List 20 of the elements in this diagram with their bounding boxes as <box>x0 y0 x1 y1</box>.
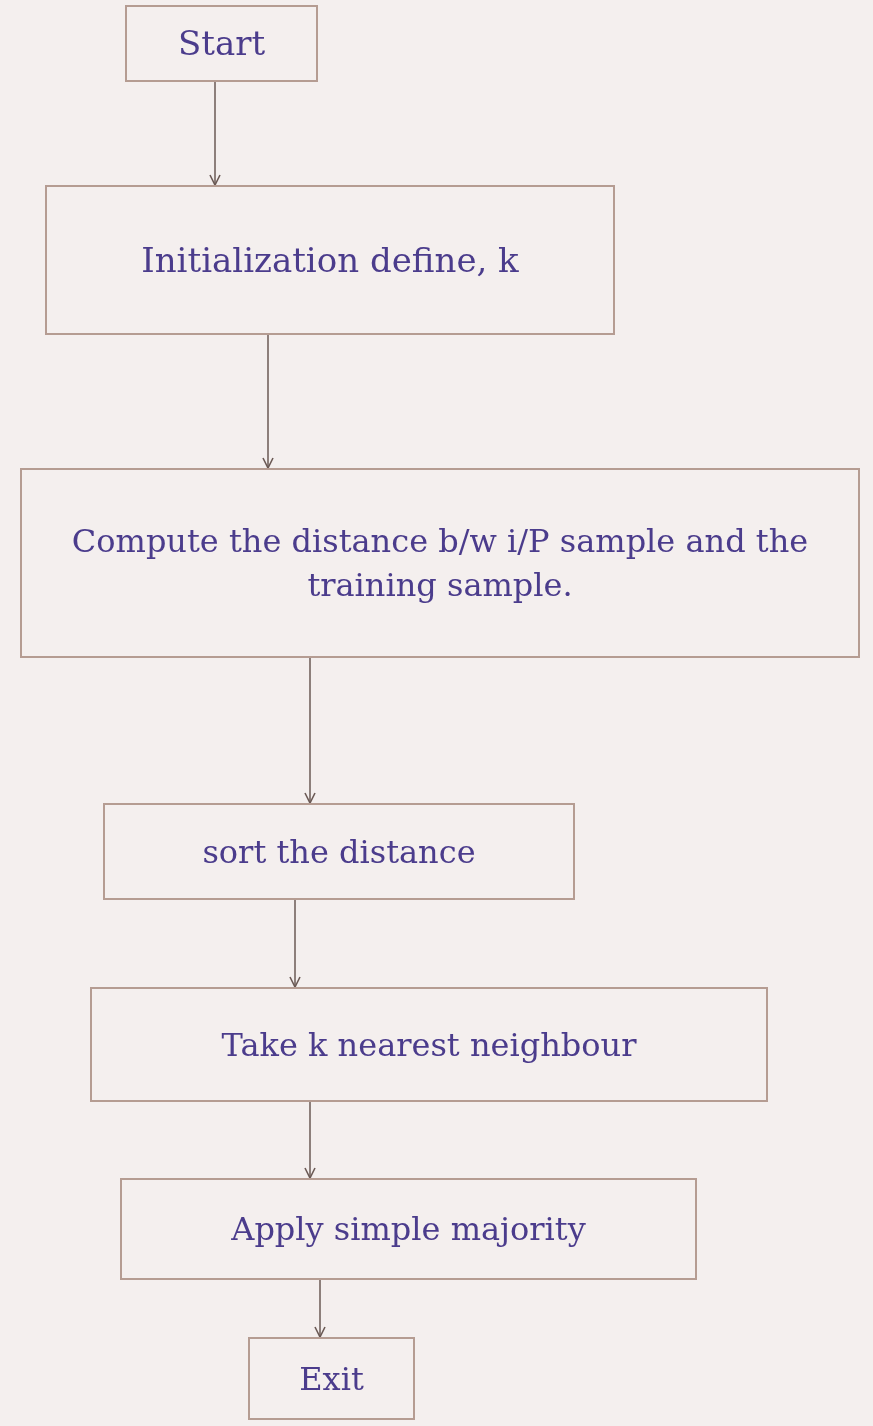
box-label: Exit <box>299 1358 364 1400</box>
arrow <box>289 899 301 988</box>
arrow <box>304 1101 316 1179</box>
arrow <box>209 81 221 186</box>
process-box <box>120 1178 697 1280</box>
arrow <box>304 657 316 804</box>
process-box <box>45 185 615 335</box>
box-label: Initialization define, k <box>141 238 519 282</box>
box-label: sort the distance <box>202 831 476 873</box>
process-box <box>20 468 860 658</box>
arrow <box>314 1279 326 1338</box>
arrow <box>262 334 274 469</box>
process-box <box>90 987 768 1102</box>
box-label: Apply simple majority <box>231 1209 586 1250</box>
process-box <box>248 1337 415 1420</box>
process-box <box>103 803 575 900</box>
box-label: Compute the distance b/w i/P sample and the training sample. <box>70 521 810 606</box>
process-box <box>125 5 318 82</box>
box-label: Start <box>177 22 266 66</box>
box-label: Take k nearest neighbour <box>221 1024 637 1066</box>
